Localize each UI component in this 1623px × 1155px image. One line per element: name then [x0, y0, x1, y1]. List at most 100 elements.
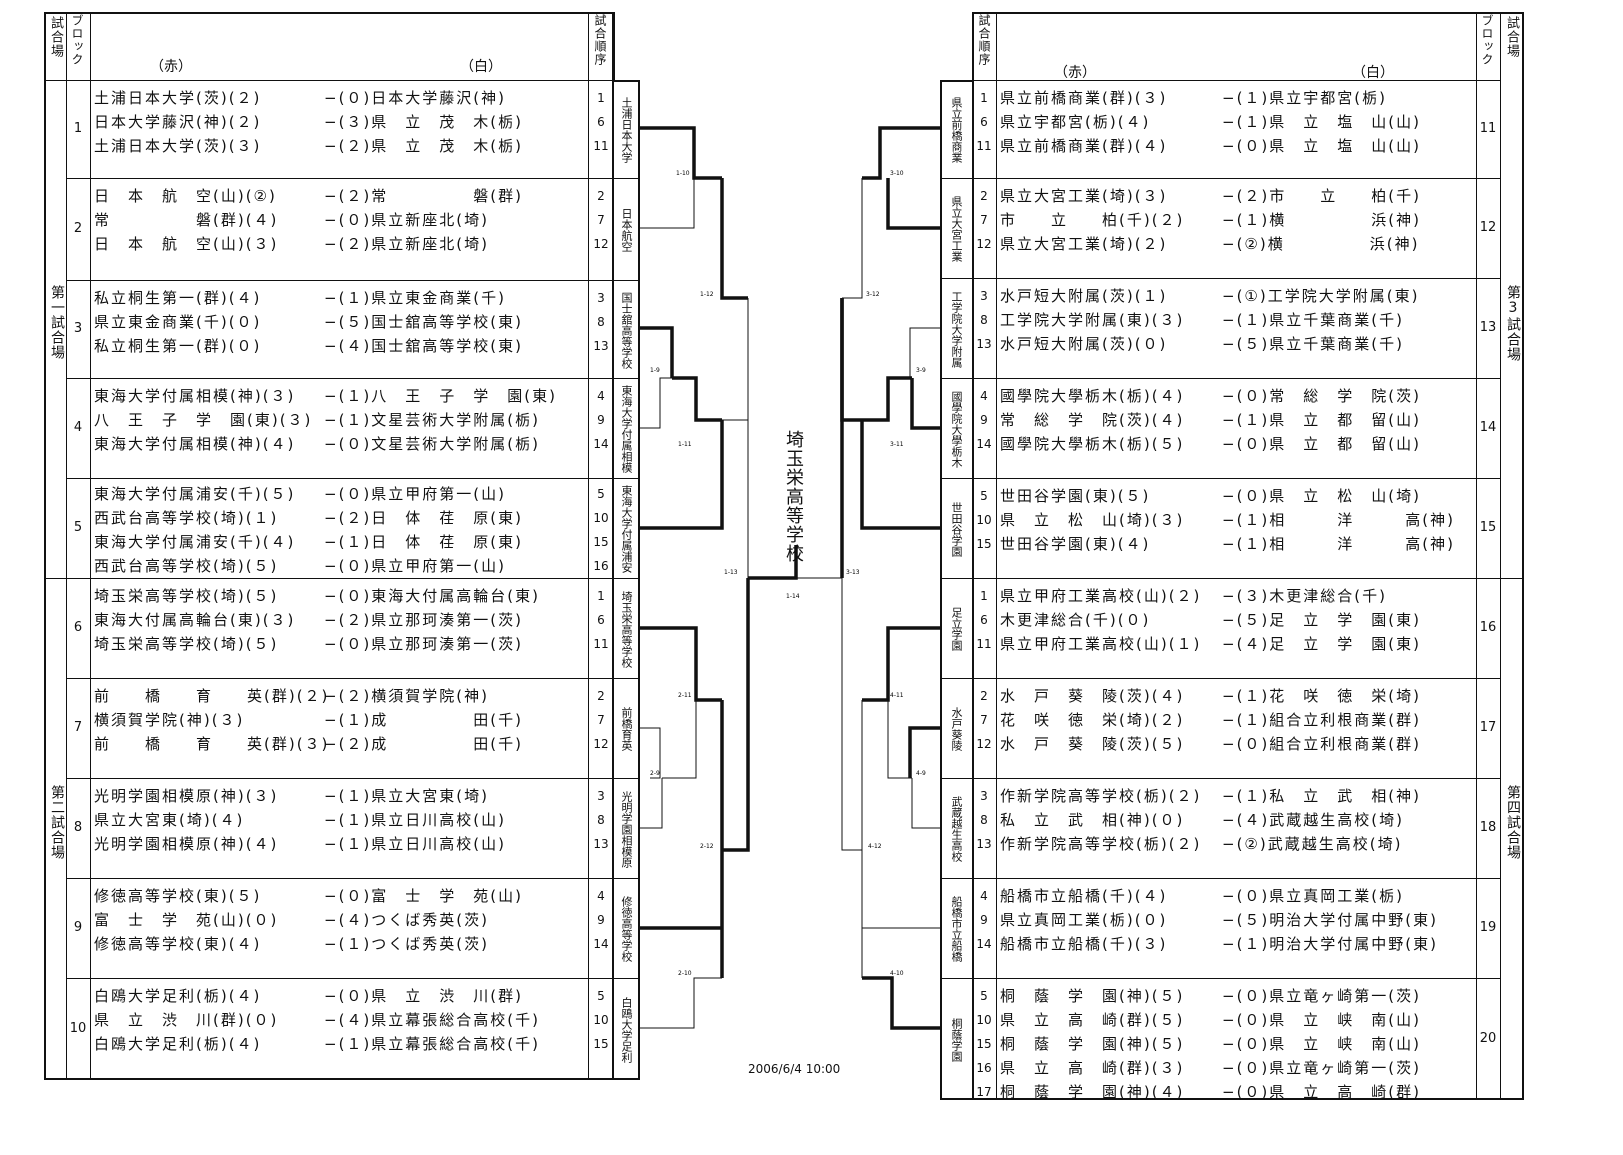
white-team: −(１)相 洋 高(神) [1222, 511, 1455, 529]
match-row: 東海大学付属相模(神)(４) −(０)文星芸術大学附属(栃) [94, 432, 584, 456]
white-team: −(１)相 洋 高(神) [1222, 535, 1455, 553]
red-header: （赤） [1054, 65, 1096, 81]
header-divider [44, 80, 640, 81]
match-order: 16 [976, 1061, 992, 1075]
block-divider [940, 278, 1500, 279]
match-row: 横須賀学院(神)(３)−(１)成 田(千) [94, 708, 584, 732]
red-team: 県立甲府工業高校(山)(１) [1000, 635, 1202, 653]
block-number: 19 [1479, 920, 1497, 935]
match-row: 埼玉栄高等学校(埼)(５)−(０)県立那珂湊第一(茨) [94, 632, 584, 656]
block-divider [66, 778, 640, 779]
red-team: 白鴎大学足利(栃)(４) [94, 987, 262, 1005]
bracket-line [640, 126, 722, 180]
bracket-line [640, 778, 663, 829]
match-order: 8 [597, 315, 605, 329]
white-team: −(０)日本大学藤沢(神) [324, 89, 506, 107]
red-team: 県立東金商業(千)(０) [94, 313, 262, 331]
red-team: 世田谷学園(東)(４) [1000, 535, 1151, 553]
match-order: 4 [980, 389, 988, 403]
match-order: 11 [593, 637, 609, 651]
match-row: 水戸短大附属(茨)(０)−(５)県立千葉商業(千) [1000, 332, 1476, 356]
white-header: （白） [460, 59, 502, 75]
block-number: 3 [73, 321, 83, 336]
match-order: 10 [593, 511, 609, 525]
red-team: 県立前橋商業(群)(４) [1000, 137, 1168, 155]
venue-header: 試合場 [1504, 16, 1519, 58]
white-team: −(１)文星芸術大学附属(栃) [324, 411, 540, 429]
match-order: 3 [597, 291, 605, 305]
match-order: 7 [980, 713, 988, 727]
block-winner: 白鴎大学足利 [620, 997, 633, 1063]
block-number: 14 [1479, 420, 1497, 435]
white-team: −(１)花 咲 徳 栄(埼) [1222, 687, 1421, 705]
block-header: ブロック [1480, 14, 1494, 66]
match-order: 10 [976, 513, 992, 527]
match-row: 埼玉栄高等学校(埼)(５)−(０)東海大付属高輪台(東) [94, 584, 584, 608]
bracket-line [887, 700, 912, 779]
block-winner: 東海大学付属浦安 [620, 485, 633, 573]
block-winner: 国士舘高等学校 [620, 291, 633, 369]
block-number: 13 [1479, 320, 1497, 335]
block-number: 1 [73, 121, 83, 136]
red-team: 船橋市立船橋(千)(３) [1000, 935, 1168, 953]
order-header: 試合順序 [593, 14, 607, 66]
red-team: 県立甲府工業高校(山)(２) [1000, 587, 1202, 605]
bracket-line [910, 378, 940, 430]
red-team: 土浦日本大学(茨)(３) [94, 137, 262, 155]
red-team: 私立桐生第一(群)(４) [94, 289, 262, 307]
block-number: 8 [73, 820, 83, 835]
match-order: 3 [980, 289, 988, 303]
match-row: 県 立 高 崎(群)(５)−(０)県 立 峡 南(山) [1000, 1008, 1476, 1032]
match-row: 日 本 航 空(山)(３)−(２)県立新座北(埼) [94, 232, 584, 256]
match-row: 前 橋 育 英(群)(３)−(２)成 田(千) [94, 732, 584, 756]
match-row: 土浦日本大学(茨)(２)−(０)日本大学藤沢(神) [94, 86, 584, 110]
match-row: 県立宇都宮(栃)(４)−(１)県 立 塩 山(山) [1000, 110, 1476, 134]
bracket-line [862, 126, 940, 180]
white-team: −(０)県立甲府第一(山) [324, 485, 506, 503]
red-team: 工学院大学附属(東)(３) [1000, 311, 1185, 329]
white-team: −(４)国士舘高等学校(東) [324, 337, 523, 355]
match-row: 作新学院高等学校(栃)(２)−(②)武蔵越生高校(埼) [1000, 832, 1476, 856]
red-team: 常 総 学 院(茨)(４) [1000, 411, 1185, 429]
white-team: −(０)文星芸術大学附属(栃) [324, 435, 540, 453]
block-divider [66, 578, 640, 579]
block-winner: 國學院大學栃木 [950, 390, 963, 468]
red-team: 横須賀学院(神)(３) [94, 711, 245, 729]
block-divider [66, 378, 640, 379]
match-label-right: 3-11 [890, 441, 904, 448]
white-team: −(２)県 立 茂 木(栃) [324, 137, 523, 155]
match-row: 前 橋 育 英(群)(２)−(２)横須賀学院(神) [94, 684, 584, 708]
red-team: 県 立 高 崎(群)(５) [1000, 1011, 1185, 1029]
red-team: 水 戸 葵 陵(茨)(４) [1000, 687, 1185, 705]
red-team: 作新学院高等学校(栃)(２) [1000, 835, 1202, 853]
white-team: −(１)県立大宮東(埼) [324, 787, 489, 805]
match-row: 木更津総合(千)(０)−(５)足 立 学 園(東) [1000, 608, 1476, 632]
white-team: −(１)日 体 荏 原(東) [324, 533, 523, 551]
block-winner: 日本航空 [620, 208, 633, 252]
grid-vline [588, 12, 589, 1080]
match-row: 船橋市立船橋(千)(４)−(０)県立真岡工業(栃) [1000, 884, 1476, 908]
match-order: 1 [597, 589, 605, 603]
red-team: 埼玉栄高等学校(埼)(５) [94, 587, 279, 605]
match-order: 8 [980, 813, 988, 827]
bracket-line [842, 178, 863, 299]
grid-vline [996, 12, 997, 1100]
match-row: 東海大付属高輪台(東)(３)−(２)県立那珂湊第一(茨) [94, 608, 584, 632]
white-team: −(０)組合立利根商業(群) [1222, 735, 1421, 753]
block-winner: 県立前橋商業 [950, 97, 963, 163]
left-winner-column [614, 80, 640, 1080]
white-team: −(０)県立甲府第一(山) [324, 557, 506, 575]
white-team: −(２)県立那珂湊第一(茨) [324, 611, 523, 629]
white-team: −(０)県立竜ヶ崎第一(茨) [1222, 1059, 1421, 1077]
red-team: 東海大学付属浦安(千)(４) [94, 533, 296, 551]
red-team: 水 戸 葵 陵(茨)(５) [1000, 735, 1185, 753]
red-team: 東海大学付属相模(神)(４) [94, 435, 296, 453]
venue-divider [44, 578, 66, 579]
red-team: 県 立 松 山(埼)(３) [1000, 511, 1185, 529]
red-team: 國學院大學栃木(栃)(５) [1000, 435, 1185, 453]
match-order: 11 [976, 637, 992, 651]
final-match-label: 1-14 [786, 593, 800, 600]
red-team: 県 立 渋 川(群)(０) [94, 1011, 279, 1029]
block-number: 15 [1479, 520, 1497, 535]
white-team: −(０)県立那珂湊第一(茨) [324, 635, 523, 653]
